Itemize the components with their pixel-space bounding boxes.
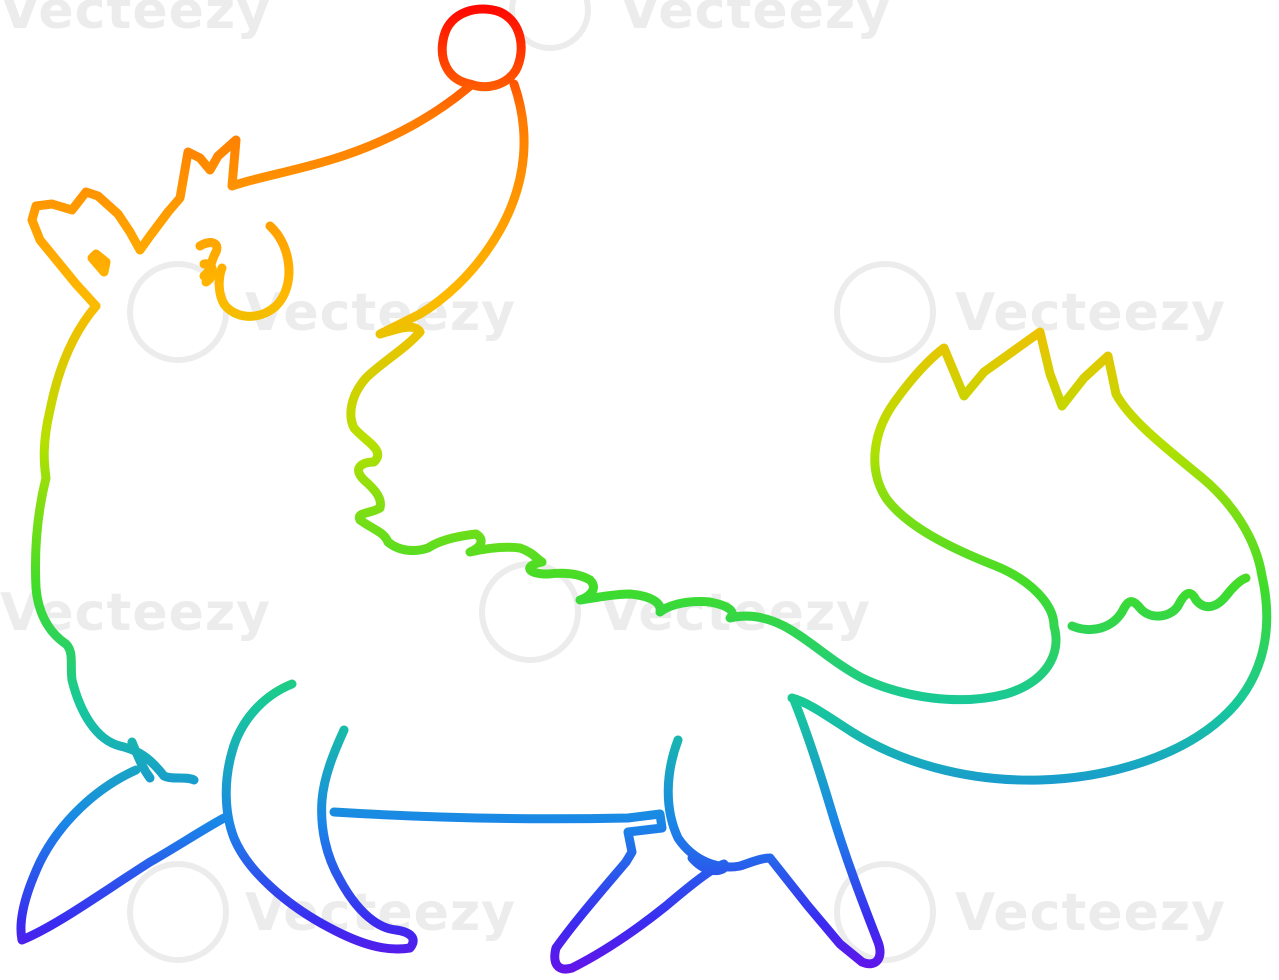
watermark-logo-icon <box>834 861 936 963</box>
fox-eye-lid <box>199 259 217 287</box>
fox-tail <box>787 327 1272 785</box>
watermark-logo-icon <box>509 0 591 51</box>
watermark-text: Vecteezy <box>620 0 891 41</box>
watermark-text: Vecteezy <box>955 883 1226 943</box>
watermark-layer: Vecteezy Vecteezy Vecteezy Vecteezy Vect… <box>0 0 1226 963</box>
watermark-logo-icon <box>127 861 229 963</box>
fox-ear <box>27 187 173 311</box>
fox-cheek <box>214 221 294 321</box>
watermark-logo-icon <box>479 561 581 663</box>
fox-belly <box>329 807 667 867</box>
watermark-row-4: Vecteezy Vecteezy <box>127 861 1226 963</box>
fox-inner-ear <box>87 249 111 277</box>
fox-chest-tuft <box>127 737 155 783</box>
fox-chin-neck <box>346 79 529 547</box>
fox-snout-top <box>163 81 475 217</box>
fox-front-leg-left <box>16 765 229 945</box>
fox-back <box>383 529 1061 705</box>
watermark-text: Vecteezy <box>0 0 271 41</box>
fox-front-leg-right <box>221 679 418 954</box>
watermark-row-2: Vecteezy Vecteezy <box>127 261 1226 363</box>
watermark-text: Vecteezy <box>955 283 1226 343</box>
fox-leg-inner <box>687 853 731 876</box>
fox-nose <box>437 4 526 92</box>
fox-drawing <box>16 4 1272 974</box>
watermark-text: Vecteezy <box>245 883 516 943</box>
watermark-row-1: Vecteezy Vecteezy <box>0 0 891 51</box>
fox-tail-tip <box>1067 573 1251 634</box>
fox-hind-leg-right <box>550 857 729 974</box>
fox-hind-leg-left <box>663 695 885 969</box>
fox-chest <box>30 301 199 785</box>
watermark-logo-icon <box>834 261 936 363</box>
